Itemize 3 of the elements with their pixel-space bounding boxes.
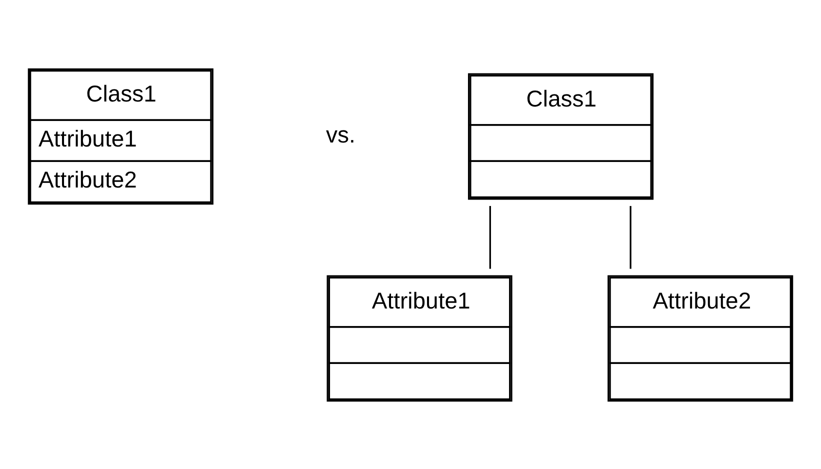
connector: [489, 205, 491, 268]
connector: [630, 205, 632, 268]
label: vs.: [326, 121, 356, 148]
